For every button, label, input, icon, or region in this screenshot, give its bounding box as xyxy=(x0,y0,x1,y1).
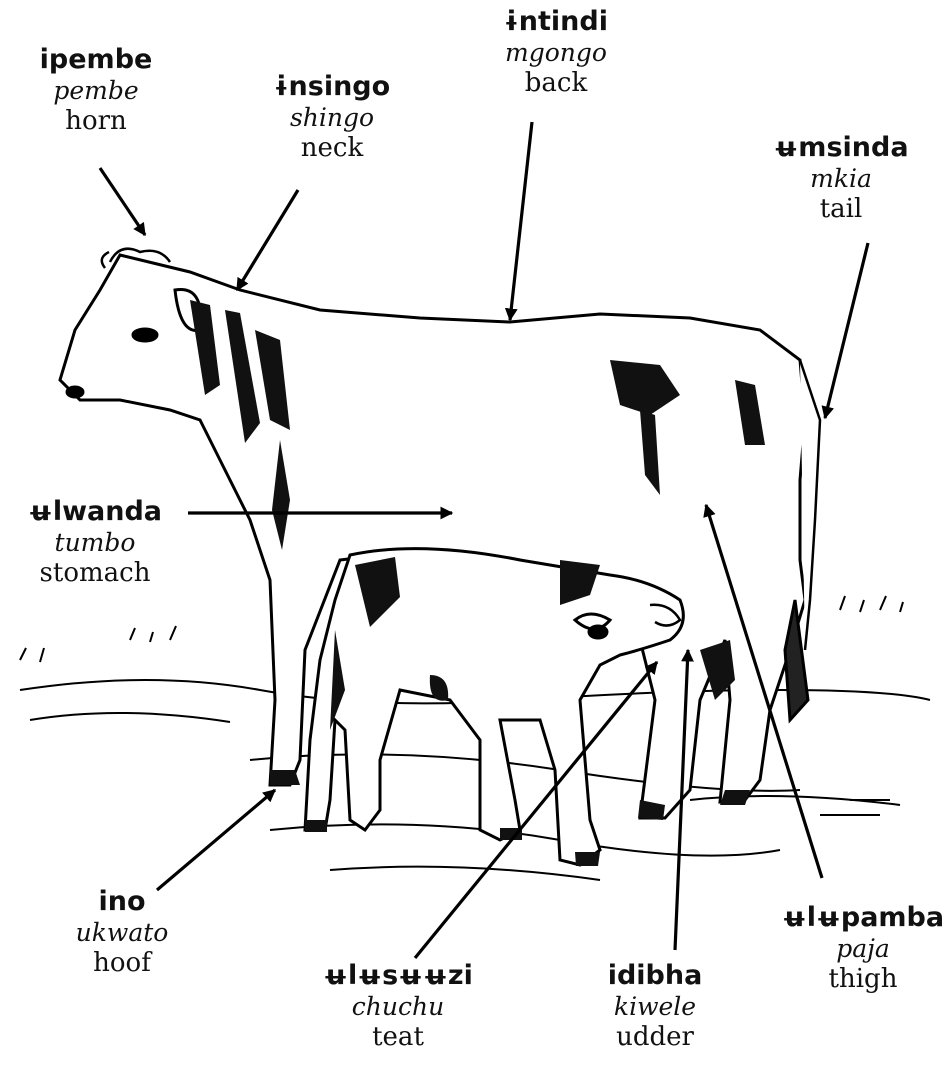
label-stomach-swahili: tumbo xyxy=(28,528,162,558)
label-hoof-local: ino xyxy=(76,886,169,918)
label-back: ɨntindi mgongo back xyxy=(504,6,608,100)
label-udder: idibha kiwele udder xyxy=(608,960,703,1054)
label-tail-english: tail xyxy=(773,194,908,225)
label-horn-local: ipembe xyxy=(40,44,153,76)
label-teat-english: teat xyxy=(323,1022,473,1053)
label-back-swahili: mgongo xyxy=(504,38,608,68)
label-thigh-swahili: paja xyxy=(782,934,943,964)
label-neck-swahili: shingo xyxy=(274,103,390,133)
leader-neck xyxy=(237,190,298,290)
label-tail-local: ʉmsinda xyxy=(773,132,908,164)
label-teat-local: ʉlʉsʉʉzi xyxy=(323,960,473,992)
leader-horn xyxy=(100,168,145,235)
label-hoof-english: hoof xyxy=(76,948,169,979)
leader-back xyxy=(510,122,532,320)
label-udder-english: udder xyxy=(608,1022,703,1053)
label-neck-english: neck xyxy=(274,133,390,164)
calf-silhouette xyxy=(305,549,683,865)
label-thigh-english: thigh xyxy=(782,964,943,995)
label-thigh-local: ʉlʉpamba xyxy=(782,902,943,934)
label-horn-swahili: pembe xyxy=(40,76,153,106)
label-stomach-english: stomach xyxy=(28,558,162,589)
label-horn-english: horn xyxy=(40,106,153,137)
label-horn: ipembe pembe horn xyxy=(40,44,153,138)
label-stomach-local: ʉlwanda xyxy=(28,496,162,528)
label-stomach: ʉlwanda tumbo stomach xyxy=(28,496,162,590)
label-tail-swahili: mkia xyxy=(773,164,908,194)
label-tail: ʉmsinda mkia tail xyxy=(773,132,908,226)
label-hoof: ino ukwato hoof xyxy=(76,886,169,980)
label-udder-local: idibha xyxy=(608,960,703,992)
label-thigh: ʉlʉpamba paja thigh xyxy=(782,902,943,996)
label-back-english: back xyxy=(504,68,608,99)
label-teat: ʉlʉsʉʉzi chuchu teat xyxy=(323,960,473,1054)
leader-hoof xyxy=(157,790,275,890)
label-back-local: ɨntindi xyxy=(504,6,608,38)
leader-tail xyxy=(825,243,868,418)
label-neck: ɨnsingo shingo neck xyxy=(274,71,390,165)
cow-silhouette xyxy=(60,249,820,818)
label-teat-swahili: chuchu xyxy=(323,992,473,1022)
label-hoof-swahili: ukwato xyxy=(76,918,169,948)
label-udder-swahili: kiwele xyxy=(608,992,703,1022)
label-neck-local: ɨnsingo xyxy=(274,71,390,103)
